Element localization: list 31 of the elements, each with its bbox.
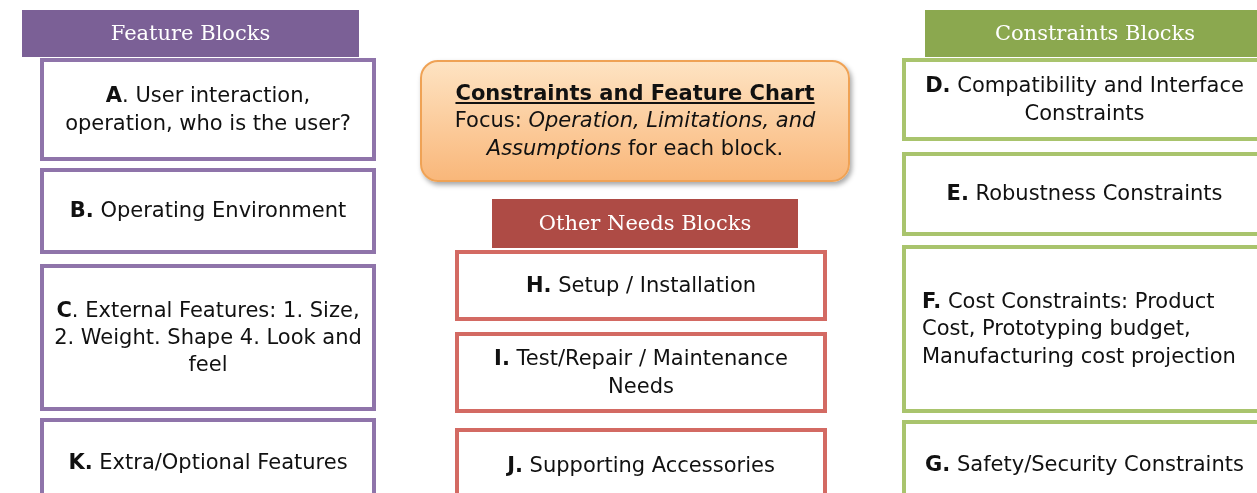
block-text: F. Cost Constraints: Product Cost, Prototyping budget, Manufacturing cost projection [922,288,1237,370]
block-box [902,152,1257,236]
header-band [492,199,798,248]
block-box [40,418,376,493]
block-box [455,332,827,413]
block-box [455,428,827,493]
chart-title: Constraints and Feature Chart [455,80,815,108]
block-box [40,58,376,161]
block-text: B. Operating Environment [69,197,347,225]
block-box [455,250,827,321]
block-box [40,168,376,254]
block-box [40,264,376,411]
header-band [22,10,359,57]
block-text: D. Compatibility and Interface Constraints [924,72,1245,127]
block-text: C. External Features: 1. Size, 2. Weight. Shape 4. Look and feel [54,296,362,379]
block-text: J. Supporting Accessories [507,451,775,479]
block-text: I. Test/Repair / Maintenance Needs [493,345,789,400]
block-box [902,245,1257,413]
header-band [925,10,1257,57]
focus-note: Focus: Operation, Limitations, and Assumptions for each block. [453,107,817,162]
block-text: A. User interaction, operation, who is the user? [64,82,352,137]
block-text: H. Setup / Installation [525,271,757,299]
block-text: K. Extra/Optional Features [68,449,348,477]
header-text: Other Needs Blocks [538,209,752,237]
header-text: Constraints Blocks [994,19,1196,47]
block-text: E. Robustness Constraints [946,180,1223,208]
block-box [902,58,1257,141]
block-text: G. Safety/Security Constraints [925,451,1244,479]
header-text: Feature Blocks [110,19,271,47]
chart-title-box [420,60,850,182]
block-box [902,420,1257,493]
